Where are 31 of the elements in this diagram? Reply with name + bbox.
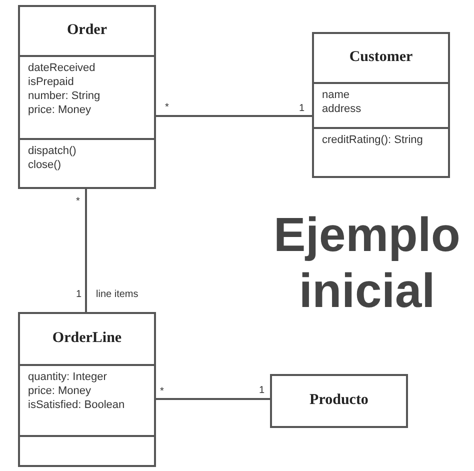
class-box [312, 32, 450, 178]
class-member: price: Money [28, 384, 91, 398]
class-name: Order [66, 22, 108, 39]
class-member: dispatch() [28, 144, 76, 158]
class-member: close() [28, 158, 62, 172]
association-line [156, 398, 270, 400]
class-member: number: String [28, 89, 100, 103]
multiplicity-label: * [76, 196, 80, 208]
class-name: Customer [348, 49, 414, 66]
role-name: line items [96, 289, 138, 301]
multiplicity-label: * [165, 102, 169, 114]
class-box [270, 374, 408, 428]
class-member: isSatisfied: Boolean [28, 398, 125, 412]
association-line [85, 189, 87, 312]
class-member: address [322, 102, 362, 116]
association-line [156, 115, 312, 117]
class-name: OrderLine [51, 330, 123, 347]
class-name: Producto [308, 392, 370, 409]
class-member: quantity: Integer [28, 370, 107, 384]
class-box [18, 5, 156, 189]
multiplicity-label: 1 [259, 385, 265, 397]
class-member: dateReceived [28, 61, 96, 75]
class-member: creditRating(): String [322, 133, 423, 147]
class-box [18, 312, 156, 467]
multiplicity-label: 1 [76, 289, 82, 301]
class-member: name [322, 88, 350, 102]
multiplicity-label: 1 [299, 103, 305, 115]
multiplicity-label: * [160, 386, 164, 398]
class-member: isPrepaid [28, 75, 74, 89]
class-member: price: Money [28, 103, 91, 117]
diagram-title: Ejemplo inicial [272, 208, 462, 320]
